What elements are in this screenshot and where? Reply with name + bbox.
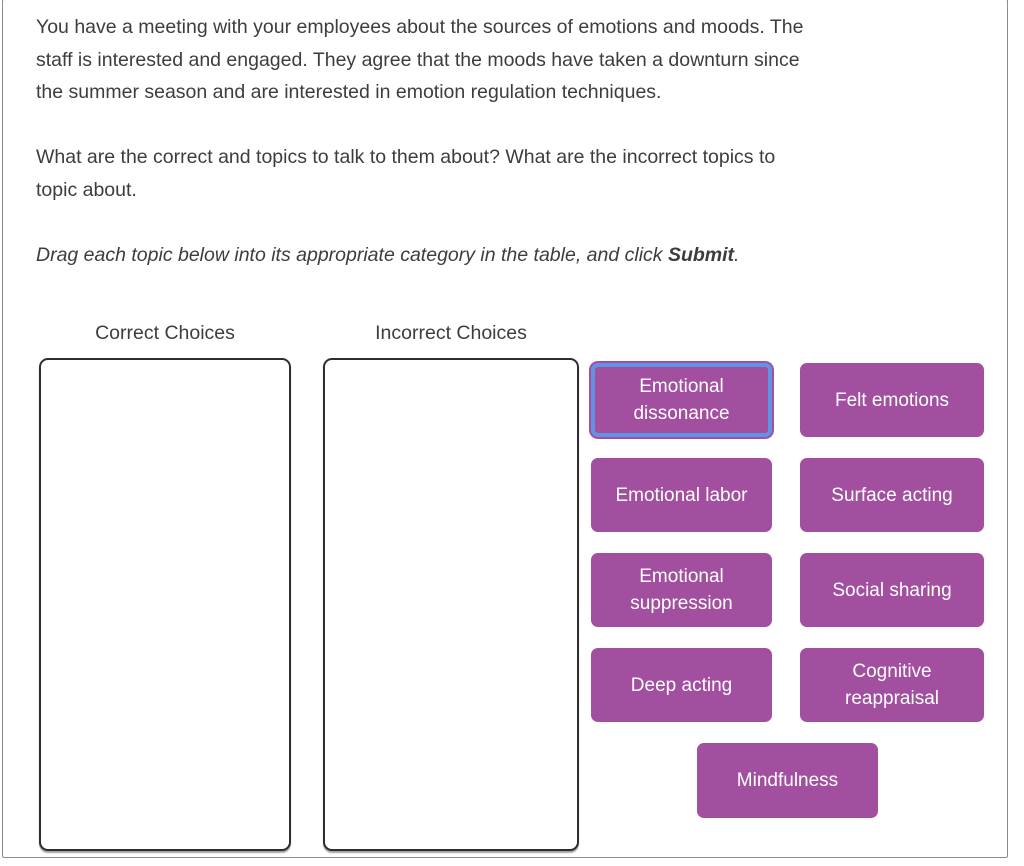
topic-chip[interactable]: Mindfulness <box>697 743 878 818</box>
submit-word: Submit <box>667 243 735 266</box>
topic-chip[interactable]: Social sharing <box>800 553 984 627</box>
question-line: What are the correct and topics to talk … <box>36 146 776 168</box>
topic-chip-label: Felt emotions <box>834 389 950 411</box>
topic-chip[interactable]: Emotional suppression <box>591 553 772 627</box>
topic-chip[interactable]: Cognitive reappraisal <box>800 648 984 722</box>
topic-chip[interactable]: Deep acting <box>591 648 772 722</box>
topic-chip[interactable]: Surface acting <box>800 458 984 532</box>
incorrect-choices-dropzone[interactable] <box>323 358 579 851</box>
topic-chip[interactable]: Emotional dissonance <box>591 363 772 437</box>
incorrect-choices-label: Incorrect Choices <box>375 322 527 344</box>
topic-chip-label: Cognitive reappraisal <box>845 661 939 709</box>
topic-chip-label: Surface acting <box>831 484 953 506</box>
question-paragraph: What are the correct and topics to talk … <box>36 141 966 206</box>
topic-chip-label: Emotional dissonance <box>633 376 730 424</box>
topic-chip-label: Mindfulness <box>736 770 839 791</box>
drag-instruction-text: Drag each topic below into its appropria… <box>36 243 668 266</box>
topic-chip[interactable]: Felt emotions <box>800 363 984 437</box>
question-panel: You have a meeting with your employees a… <box>2 0 1008 858</box>
scenario-line: staff is interested and engaged. They ag… <box>36 48 800 71</box>
scenario-line: the summer season and are interested in … <box>36 81 662 103</box>
topic-chip[interactable]: Emotional labor <box>591 458 772 532</box>
topic-chip-label: Emotional labor <box>615 484 748 506</box>
drag-instruction-period: . <box>734 243 740 266</box>
scenario-paragraph: You have a meeting with your employees a… <box>36 11 966 109</box>
topic-chip-label: Social sharing <box>832 579 952 601</box>
correct-choices-dropzone[interactable] <box>39 358 291 851</box>
question-text: You have a meeting with your employees a… <box>36 11 966 304</box>
topic-chip-label: Emotional suppression <box>630 566 733 614</box>
topic-chip-label: Deep acting <box>630 674 733 696</box>
correct-choices-label: Correct Choices <box>95 322 235 344</box>
question-line: topic about. <box>36 178 137 201</box>
drag-instruction: Drag each topic below into its appropria… <box>36 239 966 272</box>
scenario-line: You have a meeting with your employees a… <box>36 16 804 38</box>
